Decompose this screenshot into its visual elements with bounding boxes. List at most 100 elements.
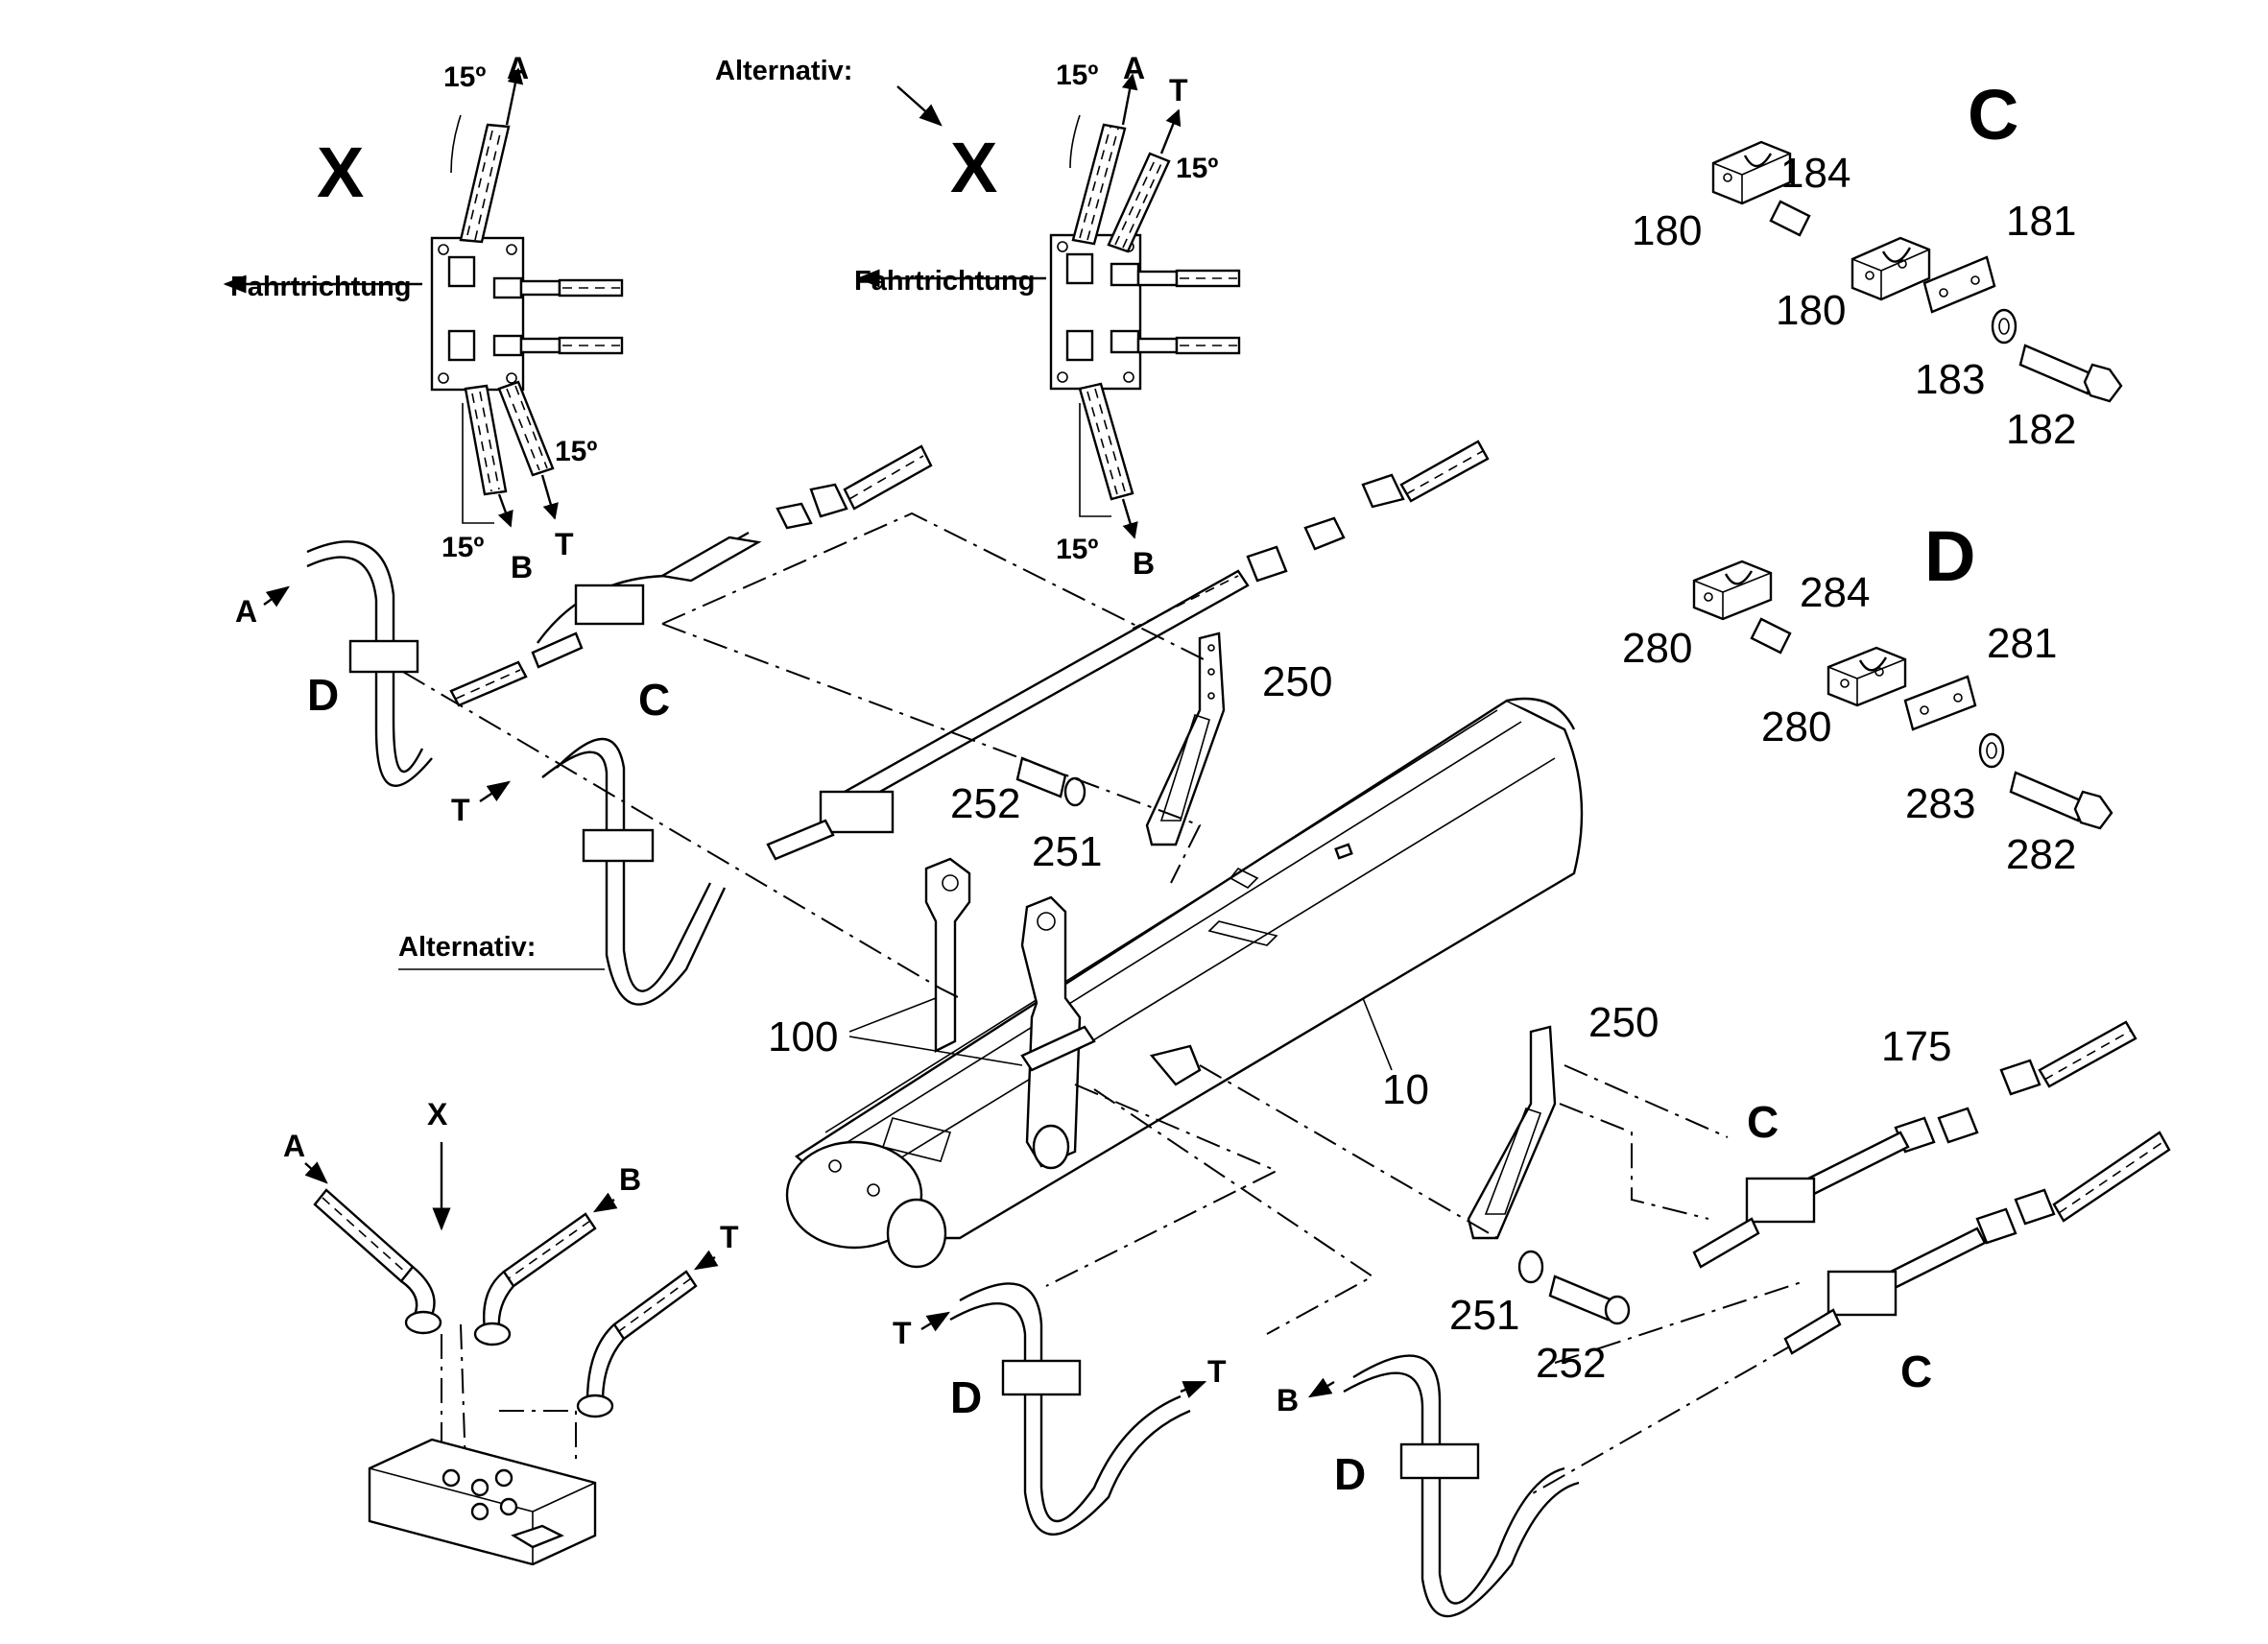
part-280-label: 280 [1622, 625, 1692, 672]
part-281-label: 281 [1987, 620, 2057, 667]
hose-icon [1078, 382, 1134, 501]
detail-c: C 184 180 180 181 183 182 [1632, 75, 2123, 453]
hose-icon [464, 384, 508, 496]
part-252-label: 252 [1536, 1340, 1606, 1387]
hose-icon [1802, 1131, 1910, 1197]
clamp-icon [1826, 646, 1907, 707]
clamp-icon [1850, 236, 1931, 301]
port-b-label: B [1133, 546, 1155, 581]
hose-assembly-lower-right: B D [1277, 1354, 1580, 1618]
alternativ-label-top: Alternativ: [715, 56, 852, 86]
fitting-icon [447, 255, 523, 362]
part-181-label: 181 [2006, 198, 2076, 245]
washer-icon [1063, 776, 1086, 807]
part-175-label: 175 [1881, 1023, 1951, 1070]
hose-icon [558, 278, 624, 298]
port-t-label: T [893, 1316, 912, 1350]
clamp-icon [348, 639, 419, 674]
sleeve-icon [1750, 617, 1792, 655]
valve-block-assembly: X A B T [283, 1097, 739, 1566]
port-a-label: A [235, 594, 257, 629]
assembly-lines [402, 512, 1805, 1498]
part-250-label: 250 [1262, 658, 1332, 705]
hose-icon [1175, 269, 1241, 288]
fitting-icon [1246, 545, 1288, 583]
bracket-part-250 [1145, 631, 1226, 846]
angle-15-label: 15º [443, 61, 486, 93]
clamp-icon [1745, 1177, 1816, 1224]
fahrtrichtung-label-right: Fahrtrichtung [854, 266, 1036, 297]
bracket-icon [924, 857, 1096, 1170]
plate-icon [1903, 675, 1977, 731]
port-b-label: B [619, 1162, 641, 1197]
hose-icon [2052, 1131, 2171, 1223]
valve-block-icon [1049, 233, 1142, 391]
boom-part-10 [785, 697, 1584, 1269]
hose-icon [1175, 336, 1241, 355]
pointer-arrow-icon [896, 85, 943, 127]
detail-c-title: C [1968, 75, 2018, 155]
clamp-c-label: C [1900, 1346, 1932, 1396]
angle-15-label: 15º [1056, 534, 1098, 565]
port-b-label: B [1277, 1383, 1299, 1418]
hose-icon [2038, 1020, 2137, 1088]
fitting-icon [2014, 1188, 2056, 1226]
valve-block-icon [430, 236, 525, 392]
alternativ-label-left: Alternativ: [398, 932, 536, 963]
view-x-standard: X Fahrtrichtung 15º A 15º 15º B T [223, 51, 624, 584]
port-b-label: B [511, 550, 533, 584]
clamp-icon [1001, 1359, 1082, 1396]
bolt-icon [1015, 756, 1067, 798]
hose-icon [612, 1270, 698, 1341]
port-a-label: A [1123, 51, 1145, 85]
clamp-icon [1826, 1270, 1898, 1317]
port-a-label: A [507, 51, 529, 85]
part-184-label: 184 [1780, 150, 1850, 197]
fitting-icon [1303, 516, 1346, 551]
angle-15-label: 15º [1056, 60, 1098, 91]
clamp-icon [582, 828, 655, 863]
part-251-label: 251 [1449, 1292, 1519, 1339]
fitting-icon [576, 1394, 614, 1418]
port-t-label: T [1207, 1354, 1227, 1389]
part-180-label: 180 [1776, 287, 1846, 334]
bolt-icon [2018, 344, 2094, 395]
angle-15-label: 15º [442, 532, 484, 563]
part-284-label: 284 [1800, 569, 1870, 616]
clamp-c-label: C [1747, 1097, 1779, 1147]
washer-icon [1978, 732, 2005, 769]
view-x-alternative: Alternativ: X Fahrtrichtung 15º A T 15º … [715, 51, 1241, 581]
washer-icon [1991, 308, 2017, 345]
hose-icon [558, 336, 624, 355]
hose-icon [1399, 440, 1490, 503]
view-x-title-right: X [950, 128, 997, 207]
port-t-label: T [451, 793, 470, 827]
fitting-icon [776, 502, 813, 530]
clamp-icon [1692, 560, 1773, 621]
bolt-icon [1548, 1275, 1614, 1322]
fitting-icon [1065, 252, 1140, 362]
hose-assembly-upper: A D C [235, 444, 933, 787]
pipe-upper [766, 440, 1490, 861]
port-t-label: T [555, 527, 574, 561]
part-280-label: 280 [1761, 703, 1831, 751]
plate-icon [1922, 255, 1996, 314]
part-183-label: 183 [1915, 356, 1985, 403]
detail-d-title: D [1924, 516, 1975, 596]
sleeve-icon [1769, 200, 1811, 237]
clamp-d-label: D [950, 1372, 982, 1422]
clamp-icon [1399, 1442, 1480, 1480]
hose-icon [459, 123, 511, 244]
part-180-label: 180 [1632, 207, 1702, 254]
angle-15-label: 15º [555, 436, 597, 467]
hose-assembly-lower-center: T T D [893, 1282, 1227, 1536]
part-100-label: 100 [768, 1013, 838, 1060]
clamp-d-label: D [307, 670, 339, 720]
fahrtrichtung-label-left: Fahrtrichtung [230, 272, 412, 302]
clamp-icon [1711, 140, 1792, 205]
view-x-arrow-label: X [427, 1097, 448, 1132]
fitting-icon [1361, 473, 1405, 509]
view-x-title-left: X [317, 132, 364, 212]
